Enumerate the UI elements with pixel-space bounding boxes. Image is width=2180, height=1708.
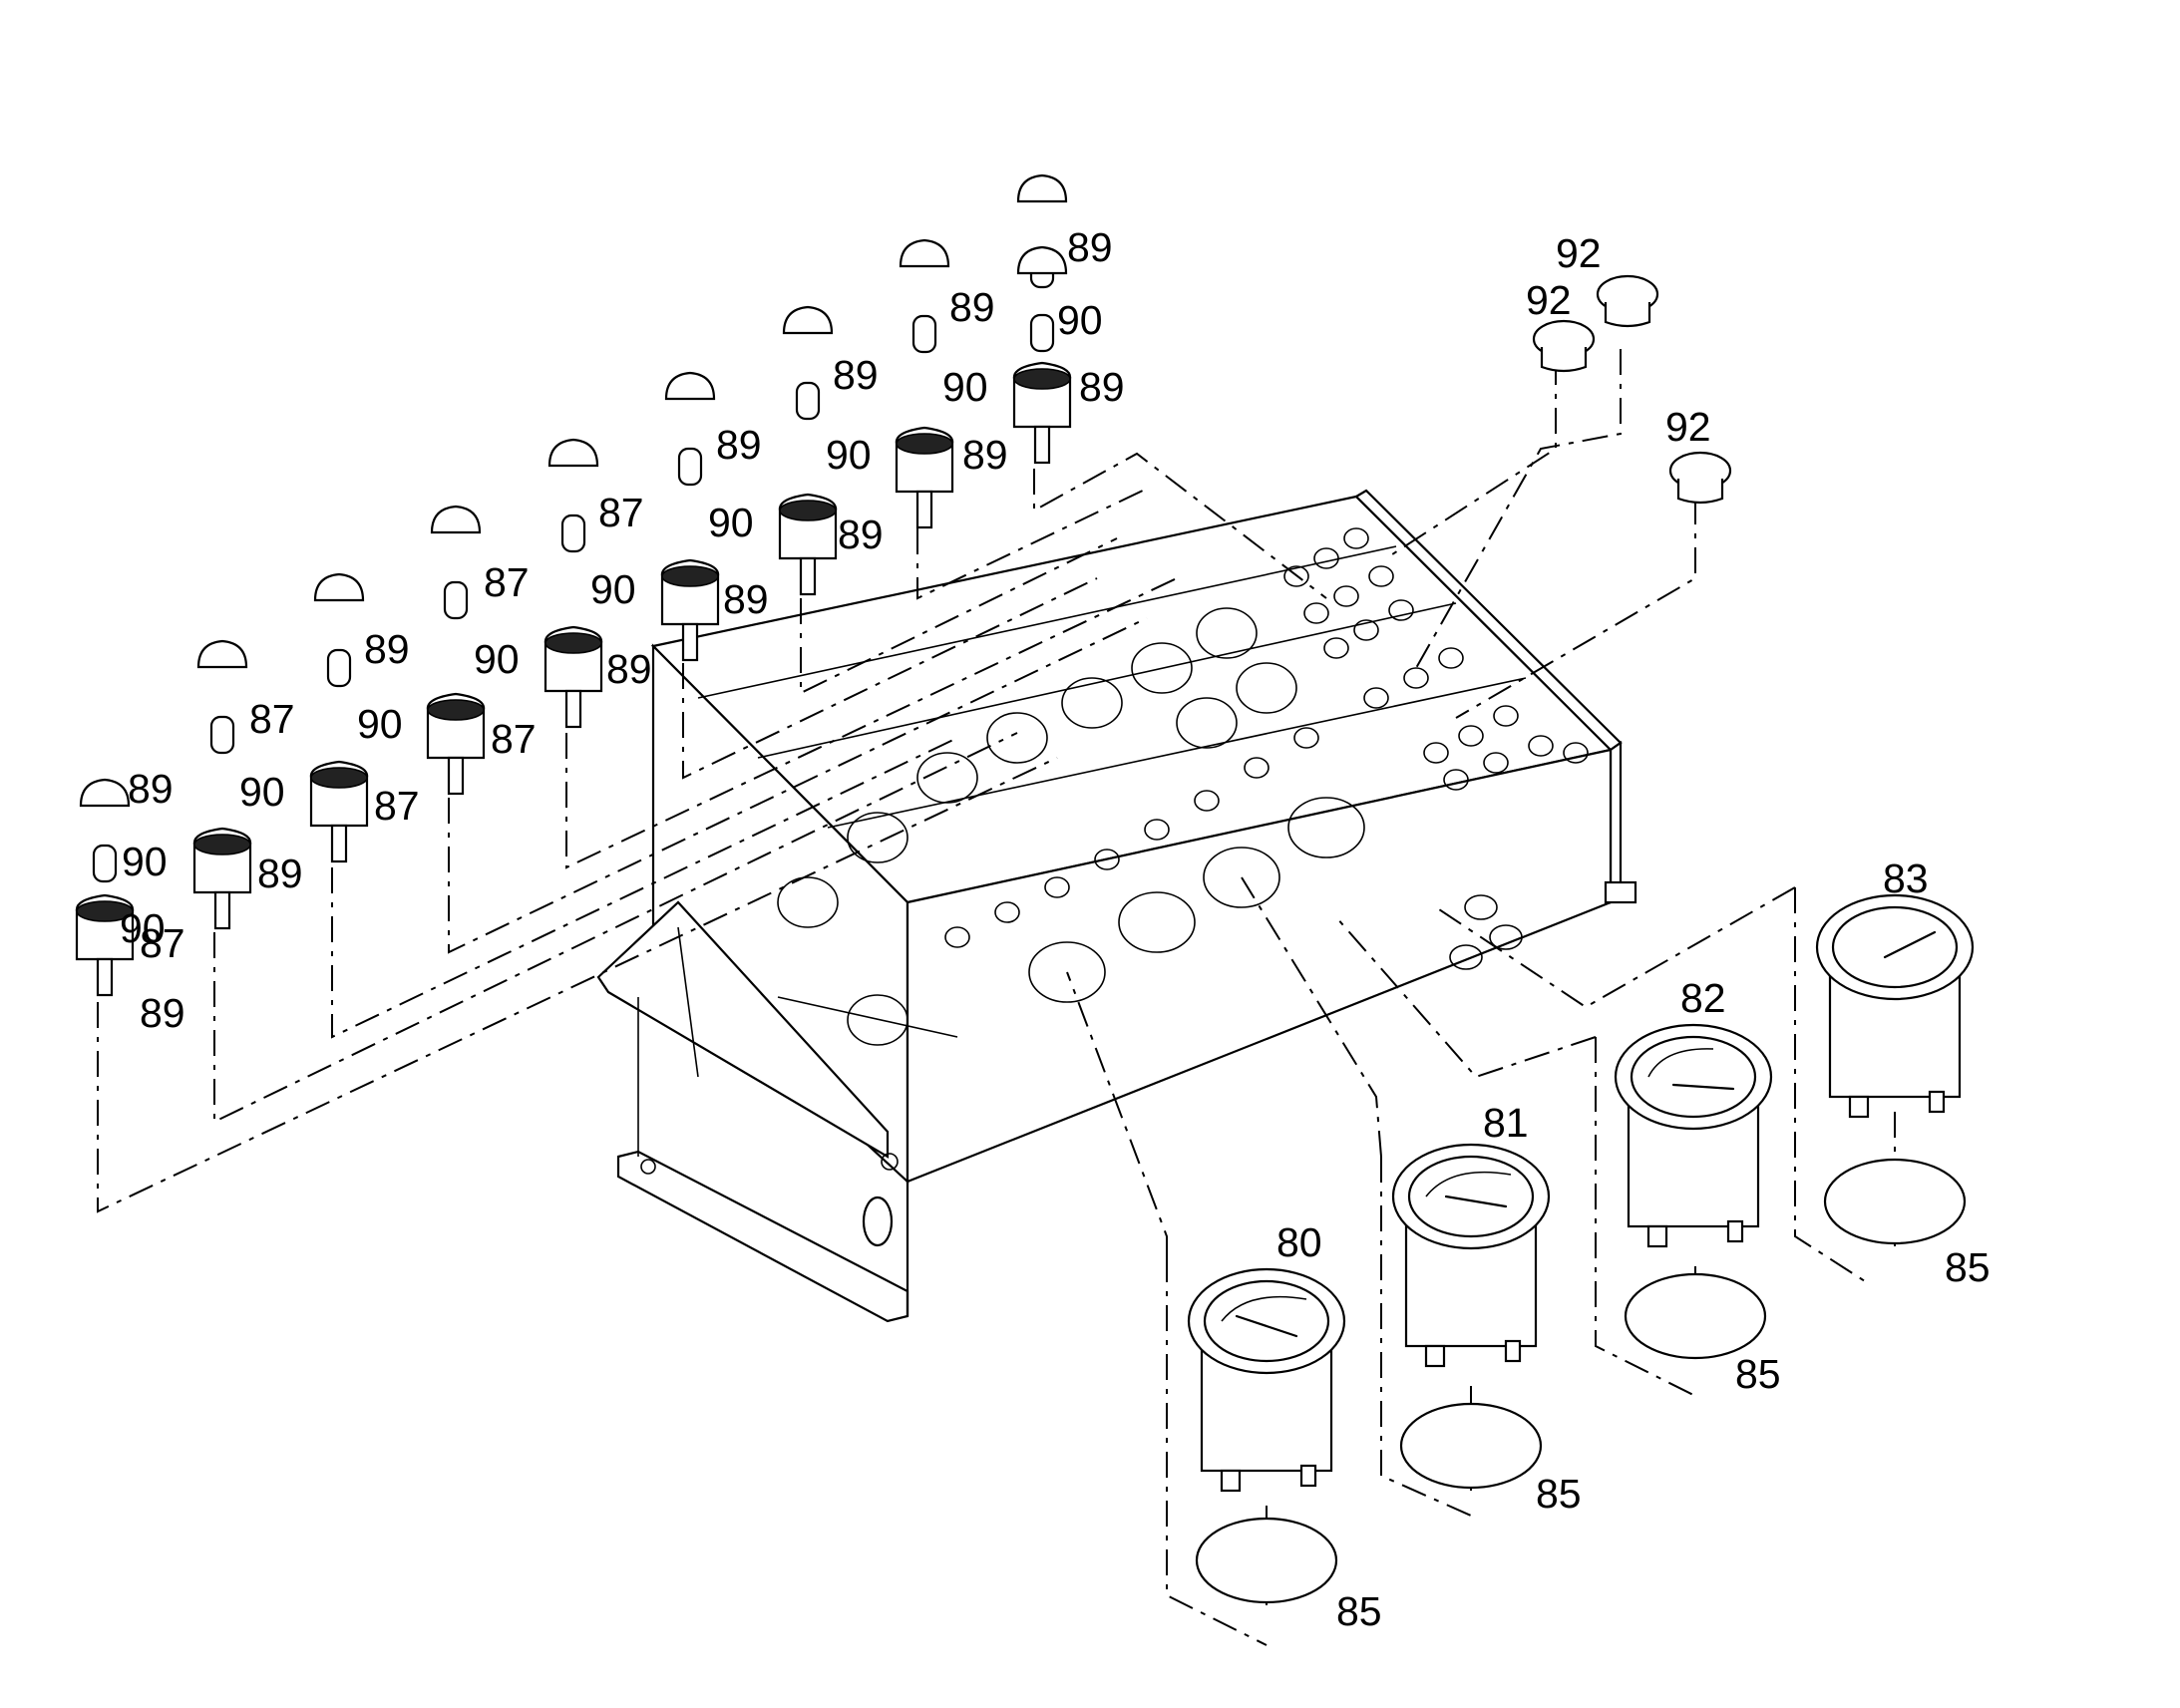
lamp-stack-2 [309, 572, 369, 863]
callout-87: 87 [374, 783, 420, 829]
callout-89: 89 [962, 432, 1008, 478]
lamp-stack-6 [778, 305, 838, 596]
bulb-icon [326, 648, 352, 688]
callout-89: 89 [949, 284, 995, 330]
callout-89: 89 [1067, 224, 1113, 270]
callout-92: 92 [1556, 230, 1602, 276]
callout-89: 89 [140, 990, 185, 1036]
callout-89: 89 [128, 766, 174, 812]
callout-90: 90 [474, 636, 520, 682]
callout-80: 80 [1276, 1219, 1322, 1265]
callout-89: 89 [364, 626, 410, 672]
gauge-82 [1614, 1023, 1773, 1248]
callout-89: 89 [606, 646, 652, 692]
callout-87: 87 [484, 559, 530, 605]
callout-90: 90 [357, 701, 403, 747]
callout-90: 90 [120, 905, 166, 951]
bulb-icon [911, 314, 937, 354]
lens-cap-icon [430, 505, 482, 534]
lamp-stack-3 [426, 505, 486, 796]
callout-87: 87 [491, 716, 537, 762]
callout-90: 90 [708, 500, 754, 545]
callout-85: 85 [1336, 1588, 1382, 1634]
seal-ring-icon [1624, 1272, 1767, 1360]
callout-85: 85 [1945, 1244, 1991, 1290]
callout-90: 90 [590, 566, 636, 612]
lens-cap-icon [1016, 245, 1068, 275]
seal-ring-icon [1399, 1402, 1543, 1490]
bulb-icon [443, 580, 469, 620]
callout-90: 90 [826, 432, 872, 478]
callout-87: 87 [249, 696, 295, 742]
callout-87: 87 [140, 920, 185, 966]
gauge-80 [1187, 1267, 1346, 1493]
callout-89: 89 [723, 576, 769, 622]
lens-cap-icon [313, 572, 365, 602]
lens-cap-icon [196, 639, 248, 669]
lens-cap-icon [547, 438, 599, 468]
bulb-icon [92, 844, 118, 883]
lamp-stack-5 [660, 371, 720, 662]
callout-89: 89 [257, 851, 303, 896]
callout-89: 89 [716, 422, 762, 468]
lamp-stack-0 [75, 844, 135, 997]
callout-90: 90 [239, 769, 285, 815]
seal-rings [1195, 1158, 1967, 1604]
callout-90: 90 [1057, 297, 1103, 343]
instrument-panel-icon [596, 489, 1637, 1323]
callout-92: 92 [1665, 404, 1711, 450]
callout-87: 87 [598, 490, 644, 535]
lamp-stack-1 [192, 639, 252, 930]
indicator-lamp-stacks [75, 173, 1072, 997]
lens-cap-icon [782, 305, 834, 335]
callout-labels: 89 90 89 89 90 89 89 90 89 89 90 89 87 9… [120, 224, 1991, 1634]
panel-small-holes [944, 527, 1589, 948]
callout-82: 82 [1680, 975, 1726, 1021]
callout-83: 83 [1883, 855, 1929, 901]
lens-cap-extra [79, 778, 131, 808]
lens-cap-icon [1016, 173, 1068, 203]
bulb-icon [560, 513, 586, 553]
callout-85: 85 [1735, 1351, 1781, 1397]
lamp-stack-4 [544, 438, 603, 729]
blanking-plug-icon [1532, 319, 1596, 373]
lamp-stack-9 [1016, 245, 1068, 353]
lamp-stack-7 [895, 238, 954, 529]
blanking-plug-icon [1668, 451, 1732, 505]
callout-89: 89 [833, 352, 879, 398]
bulb-icon [1029, 313, 1055, 353]
gauges [1187, 893, 1975, 1493]
seal-ring-icon [1823, 1158, 1967, 1245]
bulb-icon [677, 447, 703, 487]
lens-cap-icon [79, 778, 131, 808]
callout-85: 85 [1536, 1471, 1582, 1517]
callout-90: 90 [122, 839, 168, 884]
blanking-plug-icon [1596, 274, 1659, 328]
bulb-icon [795, 381, 821, 421]
bulb-icon [209, 715, 235, 755]
callout-92: 92 [1526, 277, 1572, 323]
callout-89: 89 [1079, 364, 1125, 410]
callout-89: 89 [838, 512, 884, 557]
lens-cap-icon [899, 238, 950, 268]
blanking-plugs [1532, 274, 1732, 505]
gauge-81 [1391, 1143, 1551, 1368]
gauge-83 [1815, 893, 1975, 1119]
callout-90: 90 [942, 364, 988, 410]
callout-81: 81 [1483, 1100, 1529, 1146]
lens-cap-icon [664, 371, 716, 401]
seal-ring-icon [1195, 1517, 1338, 1604]
